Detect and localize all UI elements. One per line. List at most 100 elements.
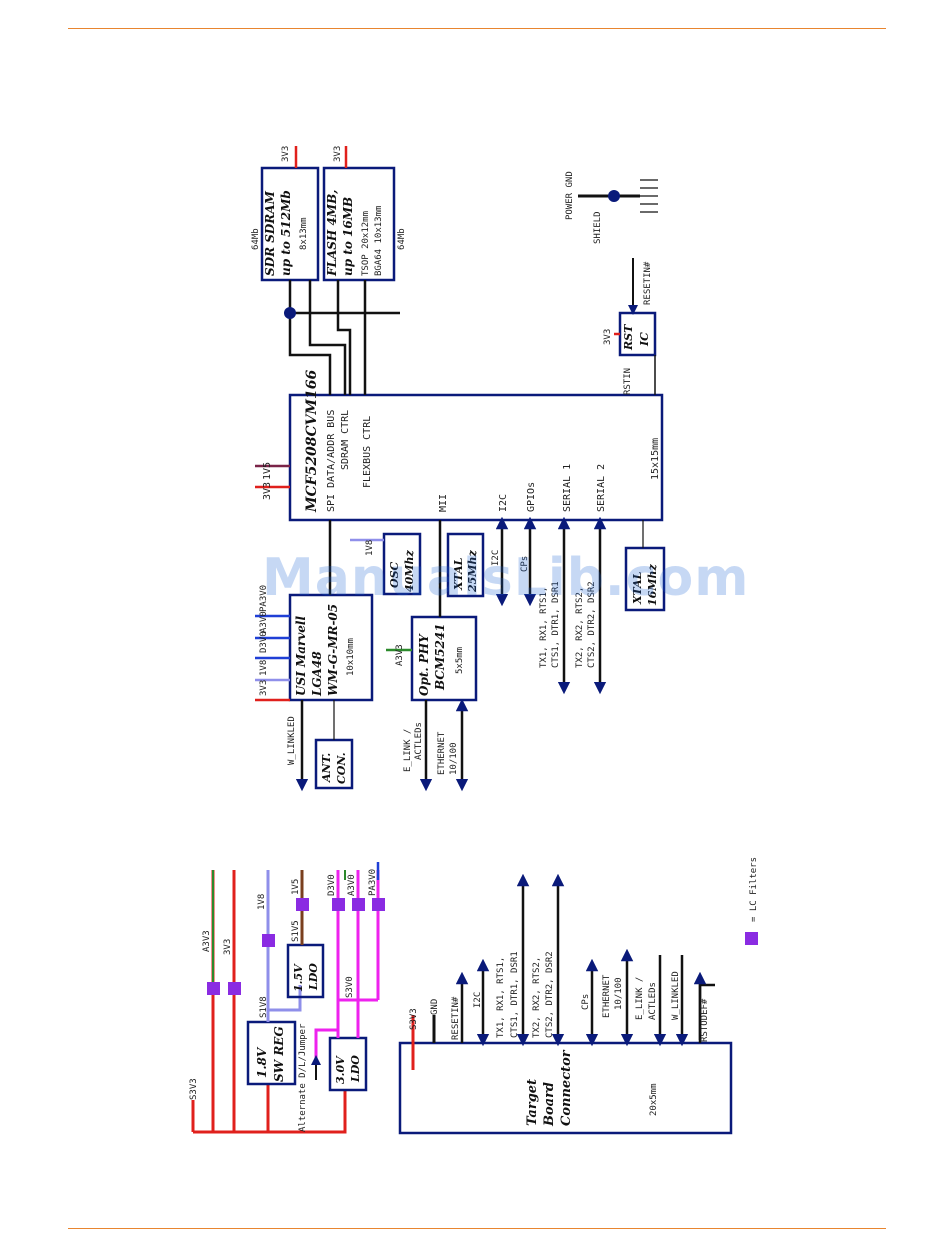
osc-rail: 1V8 (365, 540, 375, 556)
power-supply-section: S3V3 A3V3 3V3 1.8V SW REG S1V8 1V8 1.5V … (189, 862, 385, 1134)
wifi-module-block: USI Marvell LGA48 WM-G-MR-05 10x10mm PA3… (255, 520, 374, 792)
wifi-rail-1v8: 1V8 (259, 660, 269, 676)
ant-con-block: ANT. CON. (314, 700, 354, 790)
rail-s3v0: S3V0 (345, 976, 355, 998)
legend-label: = LC Filters (749, 857, 759, 922)
sdram-block: SDR SDRAM up to 512Mb 8x13mm 64Mb 3V3 (251, 146, 320, 282)
pin-ethernet: ETHERNET (602, 974, 612, 1018)
pin-i2c: I2C (473, 992, 483, 1008)
xtal16-line1: XTAL (631, 571, 644, 605)
ant-line2: CON. (335, 752, 348, 784)
sdram-label: 64Mb (251, 228, 261, 250)
bus-serial1-b: CTS1, DTR1, DSR1 (551, 581, 561, 668)
shield-label: SHIELD (593, 211, 603, 244)
mcu-pin-serial1: SERIAL 1 (562, 464, 573, 512)
wifi-rail-d3v0: D3V0 (259, 631, 269, 653)
wifi-line2: LGA48 (310, 651, 324, 697)
pin-ethernet-speed: 10/100 (614, 977, 624, 1010)
power-gnd-label: POWER GND (565, 171, 575, 220)
osc-line2: 40Mhz (403, 550, 416, 592)
rail-a3v3: A3V3 (202, 930, 212, 952)
rst-out-label: RSTIN (623, 368, 633, 395)
sw-reg-line1: 1.8V (255, 1046, 269, 1078)
phy-line1: Opt. PHY (417, 633, 431, 696)
mcu-size: 15x15mm (650, 438, 661, 480)
flash-pkg2: BGA64 10x13mm (374, 206, 384, 276)
mcu-pin-flexbus: FLEXBUS CTRL (362, 416, 373, 488)
bus-serial2-b: CTS2, DTR2, DSR2 (587, 581, 597, 668)
wifi-size: 10x10mm (346, 638, 356, 676)
ant-line1: ANT. (320, 753, 333, 783)
rst-ic-block: RST IC 3V3 RESETIN# RSTIN (603, 258, 657, 395)
mcu-pin-sdram: SDRAM CTRL (340, 410, 351, 470)
xtal16-block: XTAL 16Mhz (624, 520, 666, 612)
mcu-rail-3v3: 3V3 (262, 482, 273, 500)
ldo30-line1: 3.0V (334, 1055, 347, 1084)
pin-rstodef: RSTODEF# (700, 998, 710, 1042)
bus-serial2-a: TX2, RX2, RTS2, (575, 587, 585, 668)
pin-serial2-a: TX2, RX2, RTS2, (532, 957, 542, 1038)
footer-rule (68, 1228, 886, 1229)
phy-out1b: ACTLEDs (414, 722, 424, 760)
rst-in-label: RESETIN# (643, 261, 653, 305)
wlinkled-label: W_LINKLED (287, 716, 297, 765)
xtal25-block: XTAL 25Mhz (446, 532, 485, 598)
pin-cps: CPs (581, 994, 591, 1010)
legend: = LC Filters (745, 857, 759, 945)
phy-out1a: E_LINK / (403, 729, 413, 772)
osc-line1: OSC (388, 561, 401, 588)
sdram-rail: 3V3 (281, 146, 291, 162)
wifi-rail-3v3: 3V3 (259, 680, 269, 696)
phy-line2: BCM5241 (433, 623, 447, 691)
wifi-line1: USI Marvell (294, 616, 308, 696)
sdram-line2: up to 512Mb (279, 190, 293, 276)
pin-wlinkled: W_LINKLED (671, 971, 681, 1020)
wifi-line3: WM-G-MR-05 (326, 604, 340, 696)
rail-1v8: 1V8 (257, 894, 267, 910)
xtal25-line1: XTAL (452, 557, 465, 591)
wifi-rail-pa3v0: PA3V0 (259, 585, 269, 612)
ldo15-line1: 1.5V (292, 963, 305, 992)
mcu-pin-spi: SPI DATA/ADDR BUS (326, 410, 337, 512)
phy-size: 5x5mm (455, 647, 465, 674)
target-size: 20x5mm (649, 1083, 659, 1116)
sw-reg-line2: SW REG (272, 1026, 286, 1082)
target-line1: Target (525, 1079, 540, 1126)
flash-line2: up to 16MB (341, 197, 355, 276)
pin-resetin: RESETIN# (451, 996, 461, 1040)
phy-out2b: 10/100 (449, 742, 459, 775)
bus-i2c-label: I2C (491, 550, 501, 566)
ldo15-line2: LDO (307, 963, 320, 991)
pin-gnd: GND (430, 999, 440, 1015)
mcu-pin-gpios: GPIOs (526, 482, 537, 512)
mcu-pin-mii: MII (438, 494, 449, 512)
memory-bus-lines (284, 280, 400, 395)
header-rule (68, 28, 886, 29)
osc-block: OSC 40Mhz 1V8 (350, 532, 422, 596)
mcu-block: MCF5208CVM166 SPI DATA/ADDR BUS SDRAM CT… (255, 369, 664, 522)
rst-line2: IC (638, 332, 651, 347)
flash-block: FLASH 4MB, up to 16MB TSOP 20x12mm BGA64… (322, 146, 407, 282)
target-line3: Connector (559, 1049, 574, 1126)
mcu-pin-i2c: I2C (498, 494, 509, 512)
flash-pkg1: TSOP 20x12mm (361, 211, 371, 276)
mcu-name: MCF5208CVM166 (304, 369, 320, 513)
ldo30-line2: LDO (349, 1055, 362, 1083)
power-gnd-symbol: POWER GND SHIELD (565, 171, 658, 244)
pin-serial1-a: TX1, RX1, RTS1, (496, 957, 506, 1038)
rail-s1v8: S1V8 (259, 996, 269, 1018)
pin-serial2-b: CTS2, DTR2, DSR2 (545, 951, 555, 1038)
rail-d3v0: D3V0 (327, 874, 337, 896)
rail-3v3: 3V3 (223, 939, 233, 955)
xtal16-line2: 16Mhz (646, 564, 659, 606)
rail-1v5: 1V5 (291, 879, 301, 895)
rst-rail: 3V3 (603, 329, 613, 345)
flash-rail: 3V3 (333, 146, 343, 162)
watermark: ManualsLib.com (262, 548, 750, 608)
mcu-rail-1v5: 1V5 (262, 462, 273, 480)
phy-block: Opt. PHY BCM5241 5x5mm A3V3 E_LINK / ACT… (386, 520, 478, 792)
bus-serial1-a: TX1, RX1, RTS1, (539, 587, 549, 668)
xtal25-line2: 25Mhz (466, 550, 479, 593)
